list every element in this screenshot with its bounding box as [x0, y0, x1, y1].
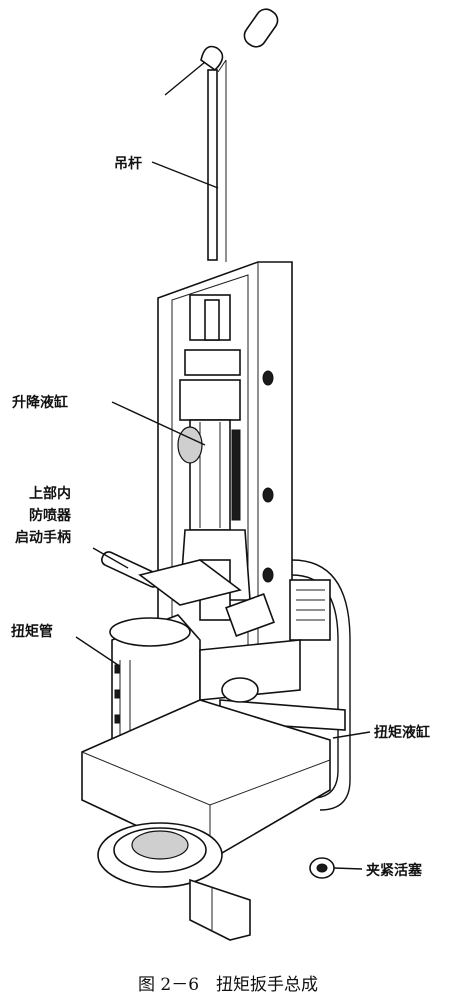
boom-drawing [164, 8, 279, 262]
label-upper-bop-line3: 启动手柄 [15, 529, 71, 546]
boom-rod [207, 69, 218, 261]
bottom-jaw [189, 878, 251, 941]
leader-lines [75, 161, 371, 870]
frame-hole-2 [262, 487, 274, 503]
leader-torque-cylinder [332, 731, 371, 739]
frame-hole-3 [262, 567, 274, 583]
base-plate [81, 699, 331, 861]
hose-loop [289, 559, 351, 811]
frame-hole-1 [262, 370, 274, 386]
label-torque-tube: 扭矩管 [11, 623, 53, 640]
leader-bop-handle [92, 547, 129, 569]
boom-hook [200, 45, 224, 72]
label-lift-cylinder: 升降液缸 [12, 394, 68, 411]
leader-clamp-piston [333, 867, 363, 870]
leader-torque-tube [75, 636, 119, 666]
label-upper-bop-line1: 上部内 [29, 485, 71, 502]
lower-body-drawing [81, 614, 346, 941]
label-torque-cylinder: 扭矩液缸 [374, 724, 430, 741]
label-clamp-piston: 夹紧活塞 [366, 862, 423, 879]
frame-drawing [157, 261, 293, 671]
leader-boom [151, 161, 219, 189]
figure-caption: 图 2－6 扭矩扳手总成 [138, 975, 318, 995]
label-upper-bop-line2: 防喷器 [29, 507, 72, 524]
label-boom: 吊杆 [114, 155, 142, 172]
boom-grip [243, 8, 279, 48]
boom-cable [164, 61, 206, 96]
leader-lift-cylinder [111, 401, 206, 446]
